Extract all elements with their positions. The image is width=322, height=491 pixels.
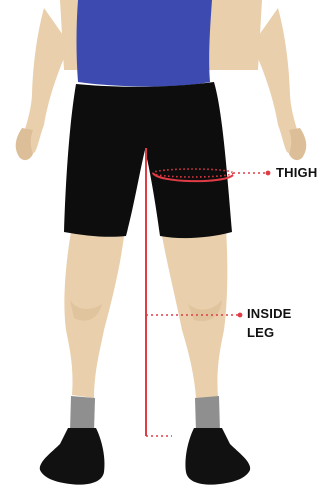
right-hand: [289, 128, 306, 160]
left-sock: [70, 396, 95, 432]
inside-leg-guide-dot: [238, 313, 243, 318]
right-shoe: [185, 428, 250, 485]
thigh-guide-dot: [266, 171, 271, 176]
jersey: [77, 0, 213, 87]
thigh-label: THIGH: [276, 163, 317, 182]
right-sock: [195, 396, 220, 432]
inside-leg-label-line2: LEG: [247, 323, 292, 342]
inside-leg-label-line1: INSIDE: [247, 304, 292, 323]
left-hand: [16, 128, 33, 160]
left-shoe: [40, 428, 105, 485]
cycling-shorts: [64, 82, 232, 238]
inside-leg-label: INSIDE LEG: [247, 304, 292, 342]
